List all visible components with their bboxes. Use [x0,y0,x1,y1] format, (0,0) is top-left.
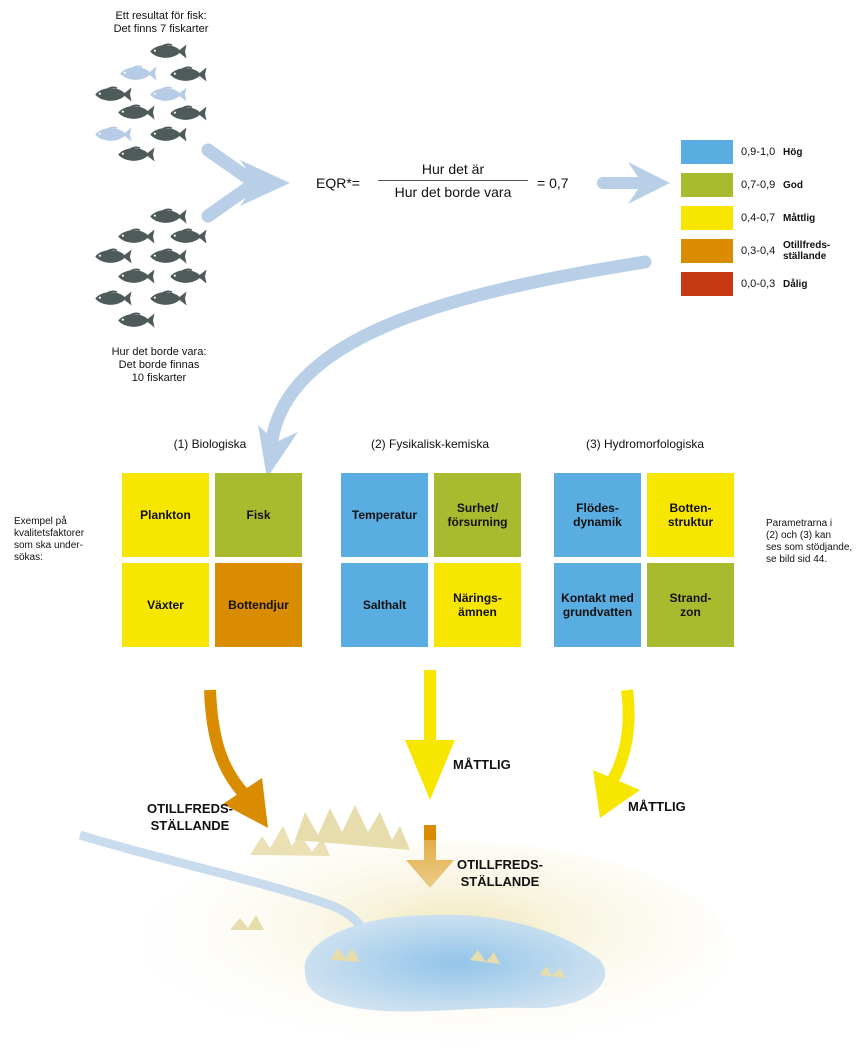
legend-arrow-head [628,162,670,204]
factor-cell: Flödes- dynamik [554,473,641,557]
fish-bottom-caption-line: 10 fiskarter [131,372,187,384]
fish-bottom-caption: Hur det borde vara: Det borde finnas 10 … [74,346,244,385]
quality-grid-biologiska: Plankton Fisk Växter Bottendjur [122,473,302,647]
legend-range: 0,4-0,7 [741,212,776,224]
fish-bottom-caption-line: Hur det borde vara: [111,346,207,358]
legend-range: 0,0-0,3 [741,278,776,290]
status-legend: 0,9-1,0 Hög 0,7-0,9 God 0,4-0,7 Måttlig … [681,140,831,305]
legend-range: 0,7-0,9 [741,179,776,191]
group-title-hydromorfologiska: (3) Hydromorfologiska [585,437,705,451]
fraction-line [378,180,528,181]
factor-cell: Surhet/ försurning [434,473,521,557]
left-note: Exempel på kvalitetsfaktorer som ska und… [14,516,85,563]
factor-cell: Salthalt [341,563,428,647]
result-final: OTILLFREDS- STÄLLANDE [457,857,543,889]
curved-arrow-head [258,425,298,478]
legend-row: 0,7-0,9 God [681,173,827,197]
factor-cell: Bottendjur [215,563,302,647]
fish-top-caption: Ett resultat för fisk: Det finns 7 fiska… [76,10,246,36]
legend-label: Dålig [783,278,808,290]
legend-swatch [681,173,733,197]
group-title-fysikalisk: (2) Fysikalisk-kemiska [370,437,489,451]
hydro-arrow [604,689,635,789]
legend-label: Otillfreds- ställande [783,240,831,262]
right-note: Parametrarna i (2) och (3) kan ses som s… [766,518,853,565]
quality-grid-fysikalisk: Temperatur Surhet/ försurning Salthalt N… [341,473,521,647]
result-fysikalisk: MÅTTLIG [453,757,511,772]
fish-group-actual [94,43,208,163]
legend-row: 0,3-0,4 Otillfreds- ställande [681,239,831,263]
eqr-label: EQR*= [316,175,360,191]
factor-cell: Växter [122,563,209,647]
factor-cell: Kontakt med grundvatten [554,563,641,647]
quality-grid-hydromorfologiska: Flödes- dynamik Botten- struktur Kontakt… [554,473,734,647]
fish-top-caption-line: Ett resultat för fisk: [115,10,207,22]
eqr-result: = 0,7 [537,175,569,191]
result-biologiska: OTILLFREDS- STÄLLANDE [147,801,233,833]
eqr-denominator: Hur det borde vara [394,184,512,200]
legend-row: 0,9-1,0 Hög [681,140,827,164]
legend-label: Hög [783,146,803,158]
merge-arrow [201,143,262,223]
legend-swatch [681,272,733,296]
eqr-fraction: Hur det är Hur det borde vara [378,161,528,200]
legend-range: 0,9-1,0 [741,146,776,158]
landscape [78,805,730,1060]
fish-group-reference [94,208,208,329]
legend-row: 0,0-0,3 Dålig [681,272,827,296]
fish-top-caption-line: Det finns 7 fiskarter [113,23,209,35]
factor-cell: Botten- struktur [647,473,734,557]
legend-label: Måttlig [783,212,816,224]
result-hydromorfologiska: MÅTTLIG [628,799,686,814]
curved-arrow [265,255,652,447]
factor-cell: Strand- zon [647,563,734,647]
legend-swatch [681,239,733,263]
legend-swatch [681,140,733,164]
group-title-biologiska: (1) Biologiska [173,437,247,451]
factor-cell: Närings- ämnen [434,563,521,647]
legend-swatch [681,206,733,230]
legend-range: 0,3-0,4 [741,245,776,257]
factor-cell: Temperatur [341,473,428,557]
legend-label: God [783,179,803,191]
eqr-numerator: Hur det är [421,161,485,177]
bio-arrow [204,689,250,800]
merge-arrow-head [240,160,290,206]
factor-cell: Plankton [122,473,209,557]
factor-cell: Fisk [215,473,302,557]
phys-arrow [424,670,436,745]
fish-bottom-caption-line: Det borde finnas [118,359,200,371]
legend-row: 0,4-0,7 Måttlig [681,206,827,230]
